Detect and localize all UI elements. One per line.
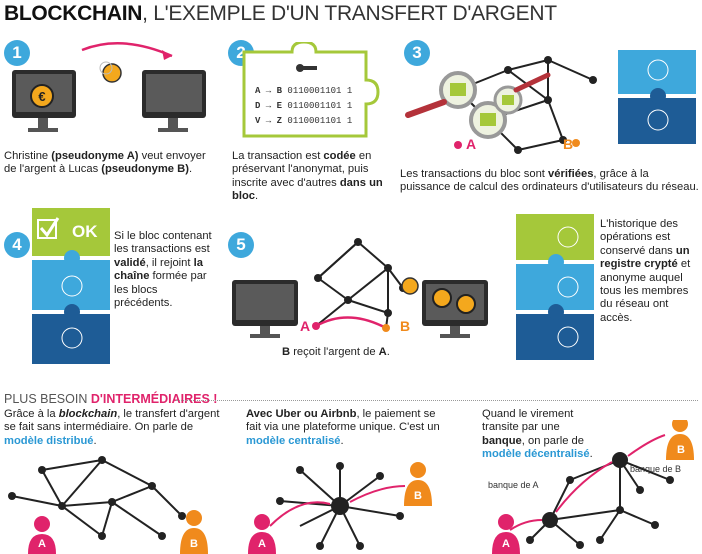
svg-text:€: € [38,89,45,104]
step-2-text: La transaction est codée en préservant l… [232,150,383,203]
distributed-text: Grâce à la blockchain, le transfert d'ar… [4,408,220,447]
step-5-badge: 5 [228,232,254,258]
registry-text: L'historique des opérations est conservé… [600,218,691,324]
step-1-badge: 1 [4,40,30,66]
step-5-text: B reçoit l'argent de A. [282,346,390,358]
node-a-label: A [466,136,477,152]
central-a-label: A [258,538,266,550]
step-4-badge: 4 [4,232,30,258]
page-title: BLOCKCHAIN, L'EXEMPLE D'UN TRANSFERT D'A… [4,2,557,25]
step-5-a-label: A [300,318,311,334]
section-heading: PLUS BESOIN D'INTERMÉDIAIRES ! [4,392,218,406]
step-1-text: Christine (pseudonyme A) veut envoyer de… [4,150,206,176]
decent-a-label: A [502,538,510,550]
divider [176,400,698,401]
step-3-badge: 3 [404,40,430,66]
step-5-illustration [232,238,488,338]
step-4-puzzle-stack [32,208,110,364]
bank-b-label: banque de B [630,464,682,474]
decentralized-text: Quand le virement transite par une banqu… [482,408,593,461]
step-4-text: Si le bloc contenant les transactions es… [114,230,212,310]
registry-puzzle-stack [516,214,594,360]
dist-b-label: B [190,538,198,550]
step-2-puzzle [242,42,380,138]
ok-label: OK [72,222,98,241]
distributed-network [8,456,208,554]
step-3-text: Les transactions du bloc sont vérifiées,… [400,168,699,194]
bank-a-label: banque de A [488,480,539,490]
code-row: V → Z 0110001101 1 [255,116,353,126]
code-row: D → E 0110001101 1 [255,101,353,111]
decentralized-network [492,420,694,554]
dist-a-label: A [38,538,46,550]
centralized-network [248,462,432,554]
code-row: A → B 0110001101 1 [255,86,353,96]
central-b-label: B [414,490,422,502]
step-3-network [405,56,597,154]
chain-puzzle-stack [618,50,696,144]
decent-b-label: B [677,444,685,456]
step-1-illustration: € [12,42,206,132]
centralized-text: Avec Uber ou Airbnb, le paiement se fait… [246,408,440,447]
step-5-b-label: B [400,318,411,334]
node-b-label: B [563,136,574,152]
step-2-codes: A → B 0110001101 1 D → E 0110001101 1 V … [255,84,352,129]
